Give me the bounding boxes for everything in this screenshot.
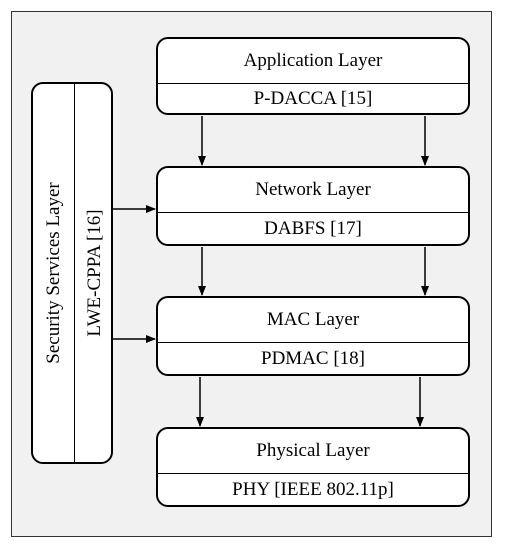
- physical-layer-protocol: PHY [IEEE 802.11p]: [232, 478, 394, 500]
- mac-layer-box: MAC Layer PDMAC [18]: [156, 296, 470, 376]
- network-layer-name: Network Layer: [158, 168, 468, 213]
- network-layer-protocol: DABFS [17]: [264, 217, 362, 239]
- application-layer-name: Application Layer: [158, 39, 468, 84]
- mac-layer-name: MAC Layer: [158, 298, 468, 343]
- security-box-divider: [74, 84, 75, 462]
- physical-layer-name: Physical Layer: [158, 429, 468, 474]
- mac-layer-protocol: PDMAC [18]: [261, 347, 365, 369]
- application-layer-box: Application Layer P-DACCA [15]: [156, 37, 470, 115]
- application-layer-protocol: P-DACCA [15]: [253, 87, 373, 109]
- network-layer-box: Network Layer DABFS [17]: [156, 166, 470, 246]
- physical-layer-box: Physical Layer PHY [IEEE 802.11p]: [156, 427, 470, 507]
- security-services-box: [31, 82, 113, 464]
